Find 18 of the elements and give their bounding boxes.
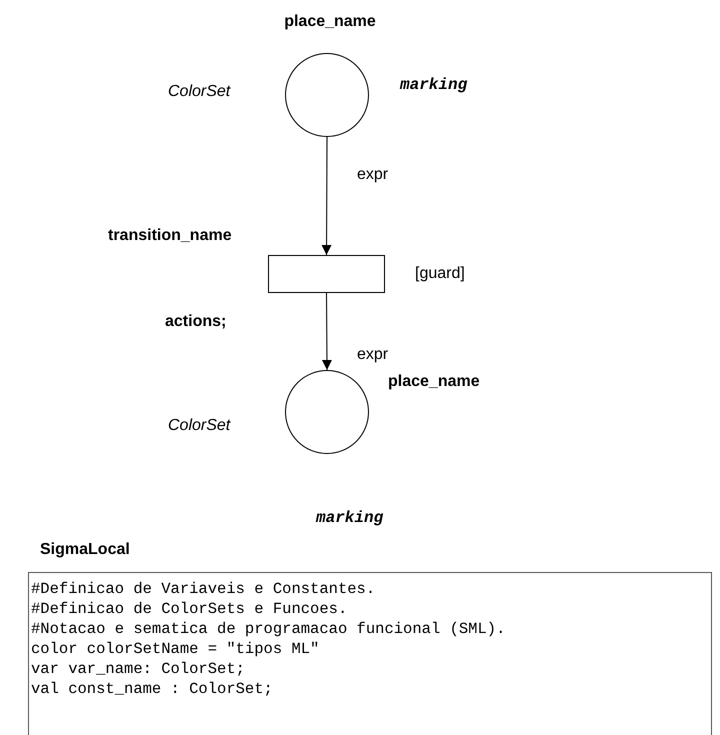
section-heading: SigmaLocal <box>40 540 130 560</box>
code-line: val const_name : ColorSet; <box>31 679 274 699</box>
transition-name: transition_name <box>108 226 232 246</box>
marking-label: marking <box>400 75 468 95</box>
code-line: #Definicao de Variaveis e Constantes. <box>31 579 376 599</box>
place-name: place_name <box>388 372 480 392</box>
code-line: var var_name: ColorSet; <box>31 659 246 679</box>
arrow <box>322 292 332 370</box>
color-set-label: ColorSet <box>168 416 230 436</box>
code-line: color colorSetName = "tipos ML" <box>31 639 320 659</box>
place-name: place_name <box>284 12 376 32</box>
guard-label: [guard] <box>415 264 465 284</box>
marking-label: marking <box>316 508 384 528</box>
code-line: #Notacao e sematica de programacao funcional (SML). <box>31 619 506 639</box>
color-set-label: ColorSet <box>168 82 230 102</box>
actions-label: actions; <box>165 312 226 332</box>
code-line: #Definicao de ColorSets e Funcoes. <box>31 599 348 619</box>
arrow <box>322 136 332 256</box>
